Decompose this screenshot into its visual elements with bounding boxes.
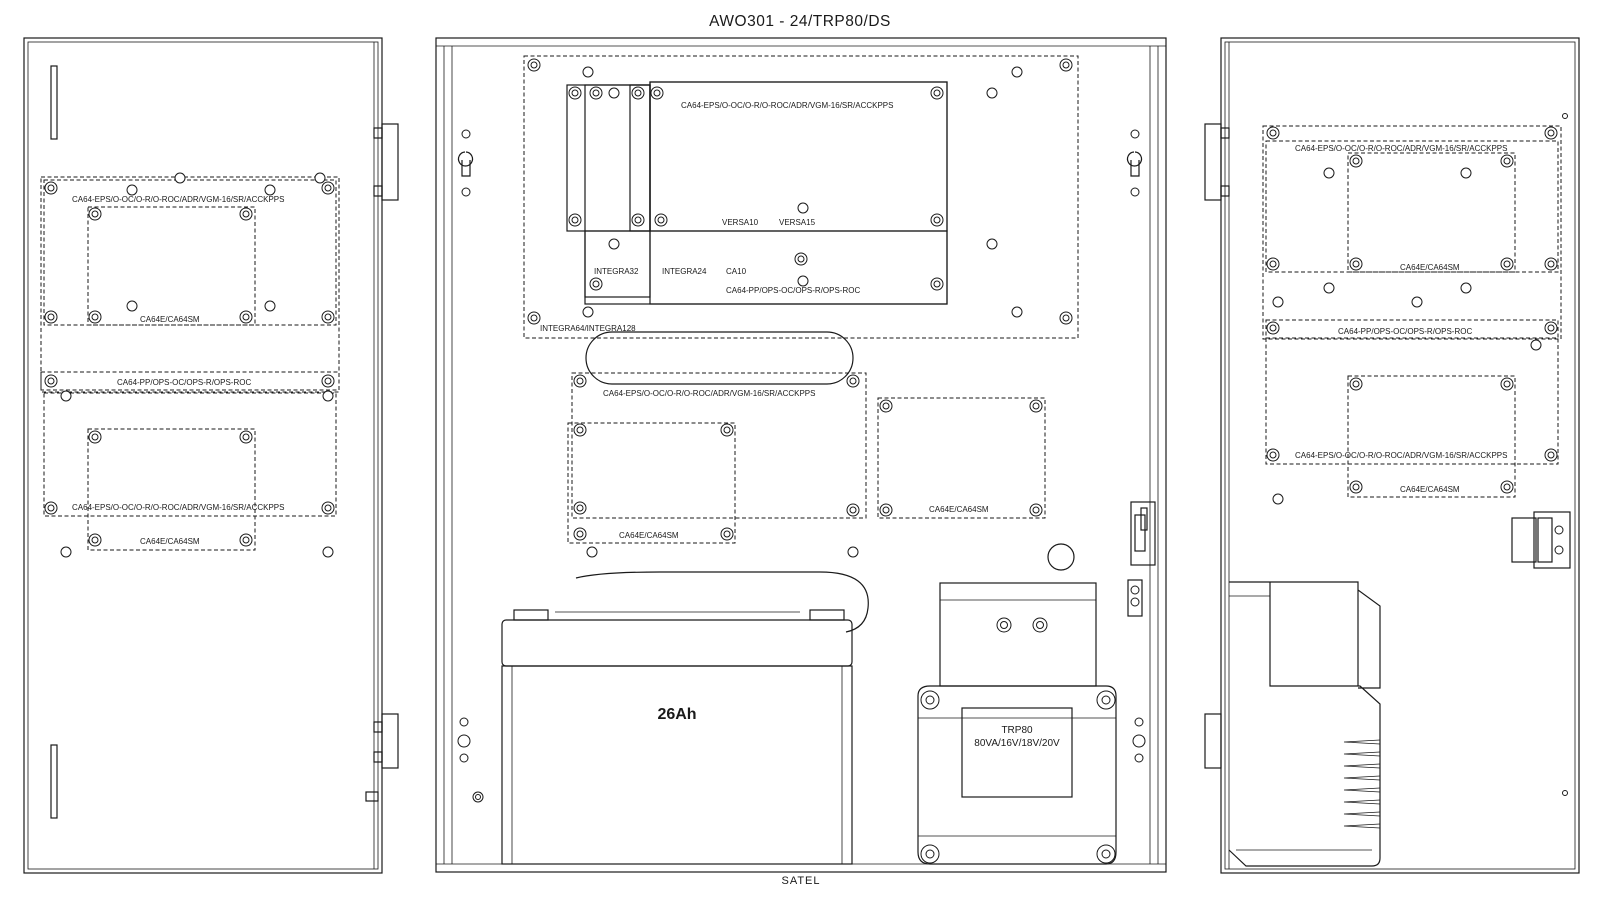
module-outline [1262,125,1562,340]
expander-outline [877,397,1046,519]
module-board-outline [1265,337,1559,465]
left-panel: CA64-EPS/O-OC/O-R/O-ROC/ADR/VGM-16/SR/AC… [23,37,399,874]
cable-slot [585,331,854,385]
expander-outline [1347,152,1516,273]
expander-label: CA64E/CA64SM [1400,485,1460,494]
module-board-label: CA64-EPS/O-OC/O-R/O-ROC/ADR/VGM-16/SR/AC… [1295,451,1507,460]
expander-outline [87,206,256,326]
expander-label: CA64E/CA64SM [1400,263,1460,272]
keyhole-left [457,129,474,197]
transformer-side [1228,581,1381,867]
versa10-label: VERSA10 [722,218,759,227]
module-board-outline [571,372,867,519]
lock-assembly [1511,511,1571,569]
module-standoffs [573,374,1043,558]
integra32-label: INTEGRA32 [594,267,639,276]
power-board-outline [40,371,340,391]
main-board-outline [523,55,1079,339]
transformer: TRP80 80VA/16V/18V/20V [917,582,1117,865]
transformer-name: TRP80 [1001,725,1033,736]
tamper-switch [1127,501,1156,617]
main-board-standoffs [527,58,1073,325]
center-panel: INTEGRA64/INTEGRA128 CA64-EPS/O-OC/O-R/O… [435,37,1167,873]
keyhole-right [1126,129,1143,197]
module-outline [40,176,340,393]
slot-bottom [50,744,58,819]
power-board-label: CA64-PP/OPS-OC/OPS-R/OPS-ROC [117,378,251,387]
knockout [1047,543,1075,571]
transformer-rating: 80VA/16V/18V/20V [974,738,1060,749]
power-board-label: CA64-PP/OPS-OC/OPS-R/OPS-ROC [726,286,860,295]
standoffs [1266,126,1558,505]
side-holes [457,717,1146,803]
module-board-label: CA64-EPS/O-OC/O-R/O-ROC/ADR/VGM-16/SR/AC… [1295,144,1507,153]
module-board-label: CA64-EPS/O-OC/O-R/O-ROC/ADR/VGM-16/SR/AC… [603,389,815,398]
hinge-top [1204,123,1222,201]
hinge-bottom [1204,713,1222,769]
expander-label: CA64E/CA64SM [929,505,989,514]
integra64-label: INTEGRA64/INTEGRA128 [540,324,636,333]
hinge-bottom [381,713,399,769]
integra-board-outline [566,84,651,232]
battery: 26Ah [501,571,869,865]
module-board-outline [43,179,337,326]
battery-label: 26Ah [657,706,696,723]
expander-label: CA64E/CA64SM [140,315,200,324]
module-board-outline [1265,140,1559,273]
standoffs [44,172,335,558]
right-panel: CA64-EPS/O-OC/O-R/O-ROC/ADR/VGM-16/SR/AC… [1204,37,1580,874]
module-board-label: CA64-EPS/O-OC/O-R/O-ROC/ADR/VGM-16/SR/AC… [72,195,284,204]
drawing-title: AWO301 - 24/TRP80/DS [709,13,891,30]
versa15-label: VERSA15 [779,218,816,227]
module-board-label: CA64-EPS/O-OC/O-R/O-ROC/ADR/VGM-16/SR/AC… [72,503,284,512]
hinge-top [381,123,399,201]
module-board-outline [43,392,337,517]
expander-outline [1347,375,1516,498]
integra24-label: INTEGRA24 [662,267,707,276]
slot-top [50,65,58,140]
integra32-board-outline [584,84,651,298]
expander-label: CA64E/CA64SM [619,531,679,540]
power-board-label: CA64-PP/OPS-OC/OPS-R/OPS-ROC [1338,327,1472,336]
expander-outline [87,428,256,551]
ca10-label: CA10 [726,267,747,276]
transformer-plate [961,707,1073,798]
expander-outline [567,422,736,544]
brand-label: SATEL [781,875,820,887]
module-board-label: CA64-EPS/O-OC/O-R/O-ROC/ADR/VGM-16/SR/AC… [681,101,893,110]
expander-label: CA64E/CA64SM [140,537,200,546]
